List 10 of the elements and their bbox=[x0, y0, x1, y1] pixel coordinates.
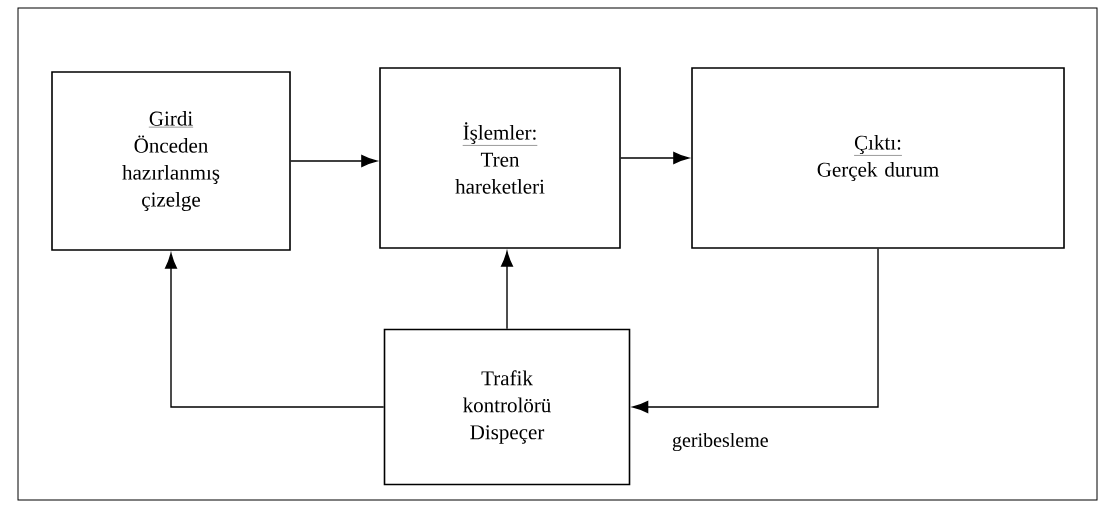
process-box: Trafik kontrolörü Dispeçer bbox=[383, 328, 631, 486]
arrow bbox=[165, 253, 385, 408]
process-box: İşlemler: Tren hareketleri bbox=[379, 67, 621, 249]
arrow bbox=[290, 155, 377, 167]
arrow bbox=[501, 251, 513, 330]
process-box: Çıktı: Gerçek durum bbox=[691, 67, 1065, 249]
arrow bbox=[632, 248, 879, 413]
arrow bbox=[620, 152, 689, 164]
process-box: Girdi Önceden hazırlanmış çizelge bbox=[51, 71, 291, 251]
edge-label: geribesleme bbox=[672, 432, 768, 452]
